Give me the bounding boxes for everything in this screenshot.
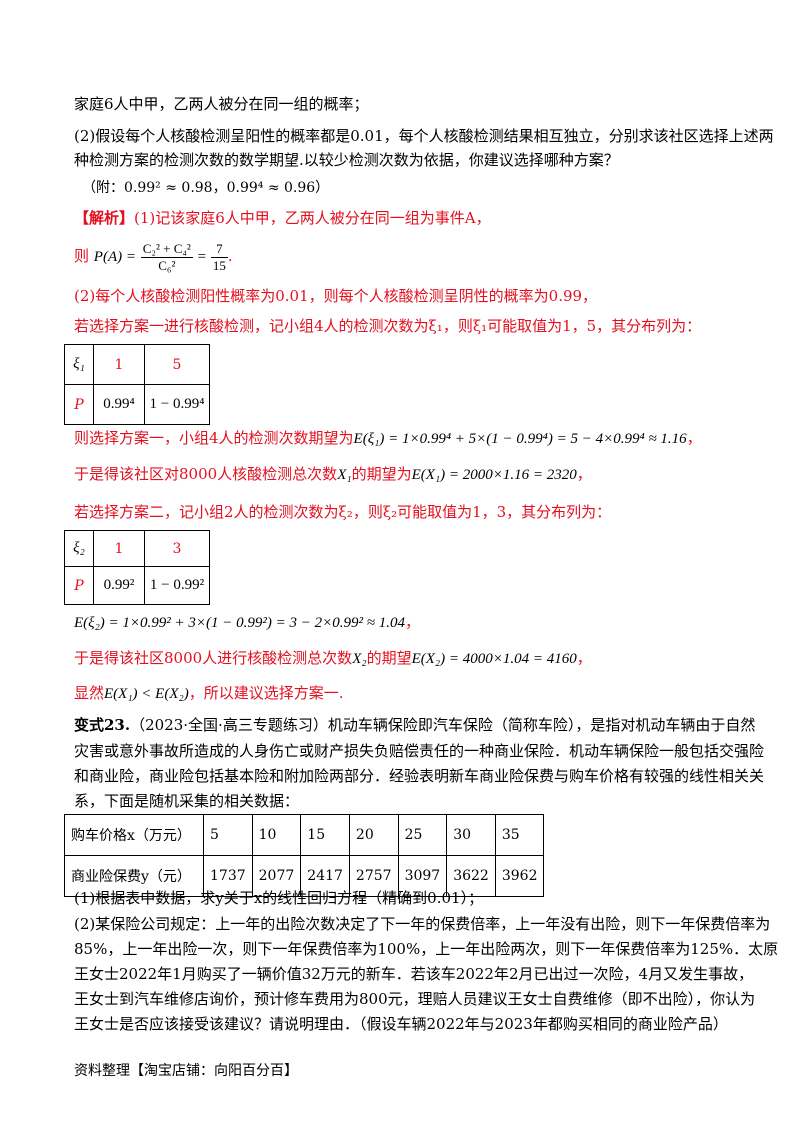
formula-prefix: 则 xyxy=(74,247,90,265)
expectation-formula: E(X₁) = 2000×1.16 = 2320 xyxy=(411,467,577,483)
line-text: 于是得该社区8000人进行核酸检测总次数 xyxy=(74,649,353,667)
text-line: 家庭6人中甲，乙两人被分在同一组的概率； xyxy=(74,95,369,113)
table-cell: P xyxy=(64,566,94,605)
hint-line: （附：0.99² ≈ 0.98，0.99⁴ ≈ 0.96） xyxy=(82,180,330,196)
text-line: (2)假设每个人核酸检测呈阳性的概率都是0.01，每个人核酸检测结果相互独立，分… xyxy=(74,127,774,145)
question-line: 王女士是否应该接受该建议？请说明理由．（假设车辆2022年与2023年都购买相同… xyxy=(74,1015,728,1033)
question-line: (1)根据表中数据，求y关于x的线性回归方程（精确到0.01）； xyxy=(74,889,484,907)
result-fraction: 7 15 xyxy=(210,241,228,274)
table-cell: 1 − 0.99⁴ xyxy=(144,384,210,425)
table-cell: 1737 xyxy=(203,855,253,897)
variable: X₂ xyxy=(352,651,367,667)
table-cell: 25 xyxy=(397,814,448,856)
table-cell: 5 xyxy=(144,344,210,385)
formula-equals: = xyxy=(197,249,207,265)
table-cell: 1 xyxy=(93,344,145,385)
problem-number: 变式23. xyxy=(74,716,131,734)
solution-line: (2)每个人核酸检测阳性概率为0.01，则每个人核酸检测呈阴性的概率为0.99， xyxy=(74,287,598,305)
line-text: 则选择方案一，小组4人的检测次数期望为 xyxy=(74,429,354,447)
expectation-formula: E(ξ₁) = 1×0.99⁴ + 5×(1 − 0.99⁴) = 5 − 4×… xyxy=(353,431,687,447)
row-header: 购车价格x（万元） xyxy=(64,814,204,856)
distribution-table-1: ξ₁ 1 5 P 0.99⁴ 1 − 0.99⁴ xyxy=(64,344,210,425)
table-cell: 1 xyxy=(93,530,145,567)
comparison-formula: E(X₁) < E(X₂) xyxy=(104,686,189,702)
problem-text: （2023·全国·高三专题练习）机动车辆保险即汽车保险（简称车险），是指对机动车… xyxy=(130,716,756,734)
result-numerator: 7 xyxy=(210,241,228,258)
line-text: 于是得该社区对8000人核酸检测总次数 xyxy=(74,465,338,483)
problem-line: 和商业险，商业险包括基本险和附加险两部分．经验表明新车商业险保费与购车价格有较强… xyxy=(74,767,765,785)
line-text: 的期望为 xyxy=(351,465,412,483)
line-end: ， xyxy=(686,429,702,447)
line-end: ， xyxy=(576,465,592,483)
table-cell: P xyxy=(64,384,94,425)
question-line: 王女士2022年1月购买了一辆价值32万元的新车．若该车2022年2月已出过一次… xyxy=(74,965,754,983)
result-denominator: 15 xyxy=(212,257,226,273)
expectation-formula: E(X₂) = 4000×1.04 = 4160 xyxy=(411,651,577,667)
expectation-line: 则选择方案一，小组4人的检测次数期望为E(ξ₁) = 1×0.99⁴ + 5×(… xyxy=(74,428,702,449)
question-line: 王女士到汽车维修店询价，预计修车费用为800元，理赔人员建议王女士自费维修（即不… xyxy=(74,990,756,1008)
table-cell: 3 xyxy=(144,530,210,567)
expectation-formula: E(ξ₂) = 1×0.99² + 3×(1 − 0.99²) = 3 − 2×… xyxy=(74,615,405,631)
table-cell: ξ₁ xyxy=(64,344,94,385)
expectation-line: 于是得该社区对8000人核酸检测总次数X₁的期望为E(X₁) = 2000×1.… xyxy=(74,464,592,485)
table-cell: 3622 xyxy=(446,855,496,897)
table-cell: 10 xyxy=(251,814,302,856)
fraction-denominator: C₆² xyxy=(158,257,176,273)
fraction-numerator: C₂² + C₄² xyxy=(140,240,193,258)
table-cell: 2417 xyxy=(300,855,350,897)
solution-tag: 【解析】 xyxy=(74,209,135,227)
row-header: 商业险保费y（元） xyxy=(64,855,204,897)
conclusion-line: 显然E(X₁) < E(X₂)，所以建议选择方案一. xyxy=(74,683,343,704)
table-cell: 20 xyxy=(348,814,399,856)
table-cell: 35 xyxy=(494,814,545,856)
line-text: 显然 xyxy=(74,684,105,702)
footer-note: 资料整理【淘宝店铺：向阳百分百】 xyxy=(74,1063,298,1079)
data-table: 购车价格x（万元） 5 10 15 20 25 30 35 商业险保费y（元） … xyxy=(64,814,545,897)
line-text: 的期望 xyxy=(366,649,412,667)
solution-line: 若选择方案一进行核酸检测，记小组4人的检测次数为ξ₁，则ξ₁可能取值为1，5，其… xyxy=(74,317,702,335)
table-cell: 5 xyxy=(203,814,253,856)
solution-line: 【解析】(1)记该家庭6人中甲，乙两人被分在同一组为事件A， xyxy=(74,208,491,228)
variable: X₁ xyxy=(337,467,352,483)
line-end: ， xyxy=(576,649,592,667)
formula-fraction: C₂² + C₄² C₆² xyxy=(140,240,193,274)
table-cell: ξ₂ xyxy=(64,530,94,567)
formula-end: . xyxy=(227,247,233,265)
table-cell: 30 xyxy=(446,814,496,856)
table-cell: 15 xyxy=(300,814,350,856)
text-line: 种检测方案的检测次数的数学期望.以较少检测次数为依据，你建议选择哪种方案？ xyxy=(74,151,619,169)
table-cell: 0.99² xyxy=(93,566,145,605)
line-end: ， xyxy=(404,613,420,631)
expectation-line: E(ξ₂) = 1×0.99² + 3×(1 − 0.99²) = 3 − 2×… xyxy=(74,612,420,633)
problem-line: 系，下面是随机采集的相关数据： xyxy=(74,792,300,810)
formula-lhs: P(A) = xyxy=(93,249,136,265)
expectation-line: 于是得该社区8000人进行核酸检测总次数X₂的期望E(X₂) = 4000×1.… xyxy=(74,648,592,669)
formula-line: 则 P(A) = C₂² + C₄² C₆² = 7 15 . xyxy=(74,236,233,276)
solution-text: (1)记该家庭6人中甲，乙两人被分在同一组为事件A， xyxy=(134,209,491,227)
table-cell: 0.99⁴ xyxy=(93,384,145,425)
distribution-table-2: ξ₂ 1 3 P 0.99² 1 − 0.99² xyxy=(64,530,210,605)
problem-line: 变式23.（2023·全国·高三专题练习）机动车辆保险即汽车保险（简称车险），是… xyxy=(74,715,755,735)
table-cell: 3962 xyxy=(494,855,545,897)
line-text: ，所以建议选择方案一. xyxy=(188,684,344,702)
question-line: (2)某保险公司规定：上一年的出险次数决定了下一年的保费倍率，上一年没有出险，则… xyxy=(74,915,771,933)
solution-line: 若选择方案二，记小组2人的检测次数为ξ₂，则ξ₂可能取值为1，3，其分布列为： xyxy=(74,503,612,521)
table-cell: 1 − 0.99² xyxy=(144,566,210,605)
question-line: 85%，上一年出险一次，则下一年保费倍率为100%，上一年出险两次，则下一年保费… xyxy=(74,940,779,958)
problem-line: 灾害或意外事故所造成的人身伤亡或财产损失负赔偿责任的一种商业保险．机动车辆保险一… xyxy=(74,742,765,760)
